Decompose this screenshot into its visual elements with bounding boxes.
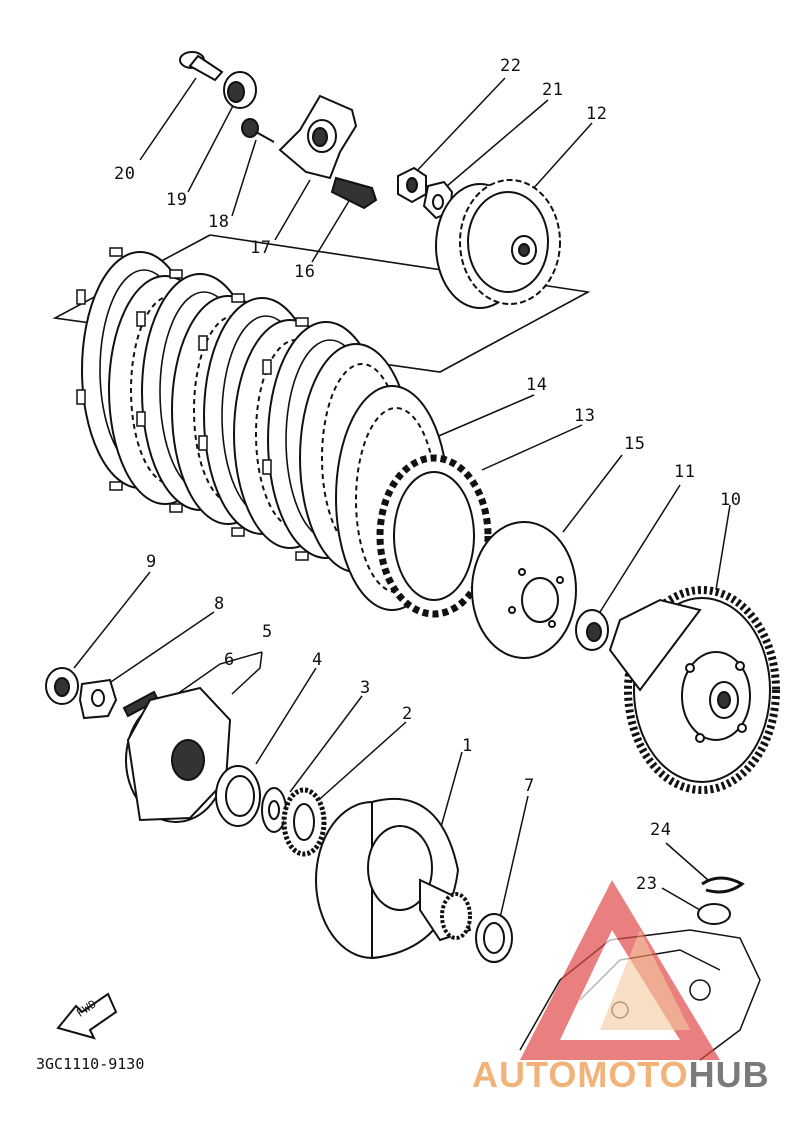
screw-18 <box>241 118 275 143</box>
clutch-shoe-assembly-5 <box>125 686 232 823</box>
washer-9 <box>45 667 79 705</box>
washer-11 <box>575 609 609 651</box>
callout-8: 8 <box>214 594 225 614</box>
callout-18: 18 <box>208 212 230 232</box>
watermark-part1: AUTOMOTO <box>472 1054 689 1095</box>
spring-16 <box>330 176 378 210</box>
needle-bearing-2 <box>281 787 327 857</box>
leader-lines <box>73 77 731 919</box>
cushion-plate-13 <box>376 454 492 618</box>
lock-washer-8 <box>78 678 118 720</box>
callout-6: 6 <box>224 650 235 670</box>
callout-14: 14 <box>526 375 548 395</box>
callout-15: 15 <box>624 434 646 454</box>
bearing-19 <box>223 71 257 109</box>
callout-21: 21 <box>542 80 564 100</box>
diagram-code: 3GC1110-9130 <box>36 1055 145 1073</box>
callout-19: 19 <box>166 190 188 210</box>
clutch-boss-12 <box>435 179 561 309</box>
pressure-disc-15 <box>471 521 577 659</box>
callout-7: 7 <box>524 776 535 796</box>
circlip-24 <box>701 876 745 894</box>
bolt-20 <box>179 51 224 82</box>
callout-24: 24 <box>650 820 672 840</box>
watermark-logo-icon <box>520 880 720 1060</box>
collar-3 <box>261 787 287 833</box>
callout-23: 23 <box>636 874 658 894</box>
watermark-part2: HUB <box>688 1054 770 1095</box>
washer-7 <box>475 913 513 963</box>
plug-23 <box>697 903 731 925</box>
callout-5: 5 <box>262 622 273 642</box>
thrust-washer-4 <box>215 765 261 827</box>
callout-17: 17 <box>250 238 272 258</box>
callout-13: 13 <box>574 406 596 426</box>
fwd-arrow-icon <box>56 992 118 1040</box>
callout-12: 12 <box>586 104 608 124</box>
pressure-plate-17 <box>278 94 358 180</box>
callout-3: 3 <box>360 678 371 698</box>
clutch-housing-10 <box>608 586 780 794</box>
callout-1: 1 <box>462 736 473 756</box>
callout-11: 11 <box>674 462 696 482</box>
callout-16: 16 <box>294 262 316 282</box>
callout-4: 4 <box>312 650 323 670</box>
callout-10: 10 <box>720 490 742 510</box>
watermark-text: AUTOMOTOHUB <box>472 1054 770 1096</box>
nut-22 <box>397 166 427 204</box>
callout-2: 2 <box>402 704 413 724</box>
clutch-drum-1 <box>315 797 472 960</box>
callout-9: 9 <box>146 552 157 572</box>
callout-22: 22 <box>500 56 522 76</box>
callout-20: 20 <box>114 164 136 184</box>
